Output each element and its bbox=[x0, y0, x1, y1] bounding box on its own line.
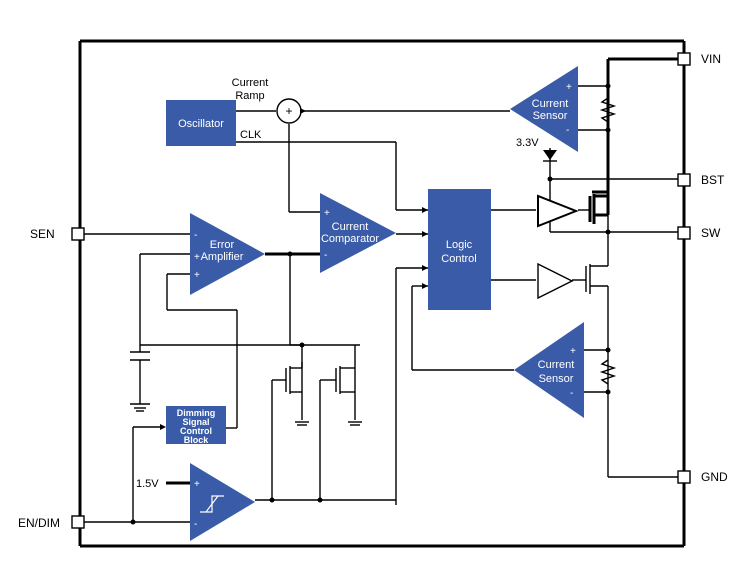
dimming-control-block: Dimming Signal Control Block bbox=[166, 406, 226, 445]
current-ramp-label-1: Current bbox=[232, 77, 269, 89]
comparator-plus: + bbox=[324, 208, 330, 219]
low-side-driver bbox=[537, 262, 574, 300]
pin-sw: SW bbox=[677, 226, 721, 240]
arrowheads bbox=[422, 207, 428, 289]
junction-dots bbox=[130, 83, 611, 525]
oscillator-block: Oscillator bbox=[166, 100, 236, 146]
current-comparator: Current Comparator + - bbox=[320, 193, 396, 273]
sensor-top-label-1: Current bbox=[532, 98, 569, 110]
pin-vin: VIN bbox=[677, 52, 721, 66]
comparator-label-2: Comparator bbox=[321, 233, 379, 245]
sensor-bottom-label-2: Sensor bbox=[539, 373, 574, 385]
dimming-switch-right bbox=[320, 366, 355, 394]
error-amp-minus: - bbox=[194, 230, 197, 241]
pin-bst: BST bbox=[677, 173, 725, 187]
sensor-top-minus: - bbox=[566, 125, 569, 136]
v15-label: 1.5V bbox=[136, 478, 159, 490]
error-amp-plus-1: + bbox=[194, 252, 200, 263]
v33-label: 3.3V bbox=[516, 137, 539, 149]
error-amp-plus-2: + bbox=[194, 270, 200, 281]
oscillator-label: Oscillator bbox=[178, 118, 224, 130]
enable-comp-minus: - bbox=[194, 519, 197, 530]
high-side-mosfet bbox=[578, 192, 610, 224]
clk-label: CLK bbox=[240, 129, 262, 141]
enable-comp-plus: + bbox=[194, 479, 200, 490]
comparator-minus: - bbox=[324, 250, 327, 261]
sensor-bottom-label-1: Current bbox=[538, 359, 575, 371]
dimming-label-2: Signal bbox=[182, 417, 209, 427]
dimming-switch-left bbox=[272, 344, 303, 394]
summer-plus: + bbox=[285, 104, 292, 118]
logic-label-1: Logic bbox=[446, 239, 473, 251]
pin-gnd-label: GND bbox=[701, 470, 728, 484]
high-side-driver bbox=[537, 194, 579, 228]
enable-comparator: + - bbox=[190, 463, 255, 541]
dimming-label-1: Dimming bbox=[177, 408, 216, 418]
ground-symbols bbox=[134, 407, 360, 426]
pin-sen: SEN bbox=[30, 227, 85, 241]
error-amplifier: Error Amplifier - + + bbox=[190, 213, 265, 295]
pin-sen-label: SEN bbox=[30, 227, 55, 241]
sensor-bottom-plus: + bbox=[570, 346, 576, 357]
sensor-top-label-2: Sensor bbox=[533, 110, 568, 122]
error-amp-label-1: Error bbox=[210, 239, 235, 251]
pin-vin-label: VIN bbox=[701, 52, 721, 66]
pin-bst-label: BST bbox=[701, 173, 725, 187]
dimming-label-3: Control bbox=[180, 426, 212, 436]
sensor-bottom-minus: - bbox=[570, 388, 573, 399]
summing-junction: + bbox=[276, 98, 306, 124]
chip-outline bbox=[78, 39, 686, 548]
dimming-input-arrow bbox=[160, 424, 166, 430]
bootstrap-diode: 3.3V bbox=[516, 137, 557, 162]
comparator-label-1: Current bbox=[332, 221, 369, 233]
error-amp-label-2: Amplifier bbox=[201, 251, 244, 263]
low-side-mosfet bbox=[572, 262, 609, 294]
current-sensor-top: Current Sensor + - bbox=[510, 66, 578, 152]
logic-control-block: Logic Control bbox=[428, 189, 491, 310]
pin-sw-label: SW bbox=[701, 226, 721, 240]
pin-gnd: GND bbox=[677, 470, 728, 484]
sensor-top-plus: + bbox=[566, 82, 572, 93]
pin-en-dim-label: EN/DIM bbox=[18, 516, 60, 530]
dimming-label-4: Block bbox=[184, 435, 210, 445]
logic-label-2: Control bbox=[441, 253, 476, 265]
current-ramp-label-2: Ramp bbox=[235, 90, 264, 102]
current-sensor-bottom: Current Sensor + - bbox=[514, 322, 584, 418]
pin-en-dim: EN/DIM bbox=[18, 515, 85, 530]
